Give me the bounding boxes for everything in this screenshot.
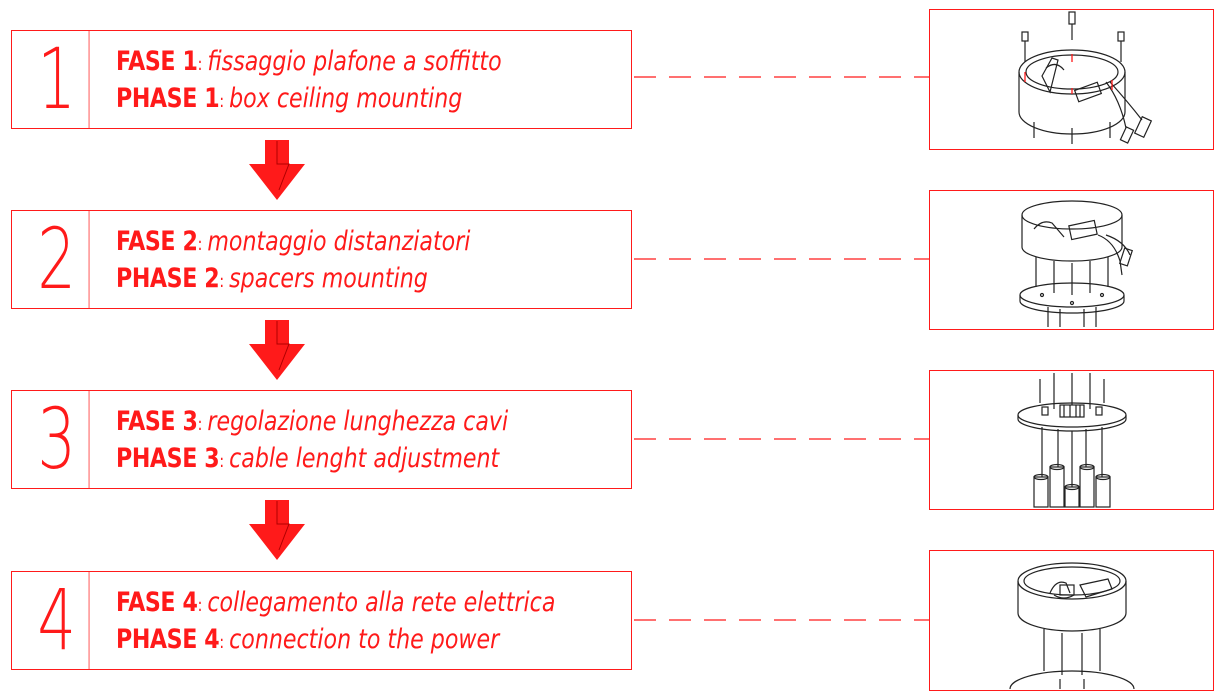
fase-line: FASE 1:fissaggio plafone a soffitto: [116, 43, 535, 80]
phase-label: PHASE 1: [116, 83, 220, 114]
fase-text: regolazione lunghezza cavi: [207, 406, 509, 437]
phase-text: spacers mounting: [229, 263, 428, 294]
dashed-leader-line: [634, 619, 929, 621]
step-box-3: 3 FASE 3:regolazione lunghezza cavi PHAS…: [11, 390, 632, 489]
colon-separator: :: [197, 234, 203, 255]
step-box-2: 2 FASE 2:montaggio distanziatori PHASE 2…: [11, 210, 632, 309]
ceiling-box-drawing: [1018, 11, 1153, 144]
spacers-drawing: [1019, 200, 1134, 327]
phase-line: PHASE 4:connection to the power: [116, 621, 535, 658]
phase-label: PHASE 4: [116, 624, 220, 655]
phase-text: connection to the power: [229, 624, 500, 655]
step-box-4: 4 FASE 4:collegamento alla rete elettric…: [11, 571, 632, 670]
colon-separator: :: [197, 54, 203, 75]
step-number: 2: [25, 211, 90, 308]
fase-text: montaggio distanziatori: [207, 226, 471, 257]
phase-label: PHASE 3: [116, 443, 220, 474]
fase-label: FASE 4: [116, 587, 198, 618]
fase-line: FASE 4:collegamento alla rete elettrica: [116, 584, 555, 621]
colon-separator: :: [197, 595, 203, 616]
down-arrow-icon: [249, 320, 305, 380]
colon-separator: :: [219, 632, 225, 653]
fase-text: collegamento alla rete elettrica: [207, 587, 556, 618]
fase-label: FASE 3: [116, 406, 198, 437]
dashed-leader-line: [634, 438, 929, 440]
colon-separator: :: [197, 414, 203, 435]
phase-text: cable lenght adjustment: [229, 443, 500, 474]
cable-adjustment-drawing: [1017, 373, 1127, 508]
step-text: FASE 2:montaggio distanziatori PHASE 2:s…: [116, 223, 627, 297]
dashed-leader-line: [634, 76, 929, 78]
dashed-leader-line: [634, 258, 929, 260]
fase-line: FASE 3:regolazione lunghezza cavi: [116, 403, 535, 440]
step-text: FASE 4:collegamento alla rete elettrica …: [116, 584, 627, 658]
illustration-power-connection: [929, 550, 1214, 691]
fase-text: fissaggio plafone a soffitto: [207, 46, 502, 77]
down-arrow-icon: [249, 140, 305, 200]
power-connection-drawing: [1009, 562, 1135, 689]
colon-separator: :: [219, 271, 225, 292]
step-number: 3: [25, 391, 90, 488]
phase-label: PHASE 2: [116, 263, 220, 294]
illustration-ceiling-box-mounting: [929, 9, 1214, 150]
step-number: 4: [25, 572, 90, 669]
illustration-spacers-mounting: [929, 190, 1214, 330]
phase-text: box ceiling mounting: [229, 83, 463, 114]
down-arrow-icon: [249, 500, 305, 560]
phase-line: PHASE 1:box ceiling mounting: [116, 80, 535, 117]
step-text: FASE 3:regolazione lunghezza cavi PHASE …: [116, 403, 627, 477]
fase-label: FASE 1: [116, 46, 198, 77]
fase-label: FASE 2: [116, 226, 198, 257]
colon-separator: :: [219, 451, 225, 472]
phase-line: PHASE 2:spacers mounting: [116, 260, 535, 297]
colon-separator: :: [219, 91, 225, 112]
fase-line: FASE 2:montaggio distanziatori: [116, 223, 535, 260]
phase-line: PHASE 3:cable lenght adjustment: [116, 440, 535, 477]
step-text: FASE 1:fissaggio plafone a soffitto PHAS…: [116, 43, 627, 117]
illustration-cable-length-adjustment: [929, 370, 1214, 510]
step-number: 1: [25, 31, 90, 128]
step-box-1: 1 FASE 1:fissaggio plafone a soffitto PH…: [11, 30, 632, 129]
